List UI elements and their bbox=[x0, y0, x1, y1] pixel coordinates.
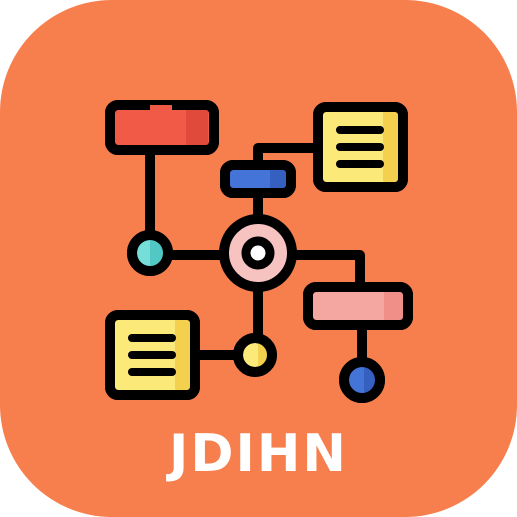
pink-node-block bbox=[303, 282, 413, 330]
app-name-label: JDIHN bbox=[169, 424, 348, 484]
yellow-document-top bbox=[313, 102, 408, 192]
blue-node-block bbox=[220, 160, 296, 198]
blue-node-circle bbox=[339, 357, 385, 403]
connector-line bbox=[253, 143, 323, 167]
yellow-node-circle bbox=[233, 333, 277, 377]
connector-line bbox=[287, 250, 365, 292]
central-hub-node bbox=[219, 214, 297, 292]
red-node-block bbox=[105, 100, 219, 155]
yellow-document-bottom bbox=[105, 310, 200, 400]
cyan-node-circle bbox=[127, 230, 173, 276]
